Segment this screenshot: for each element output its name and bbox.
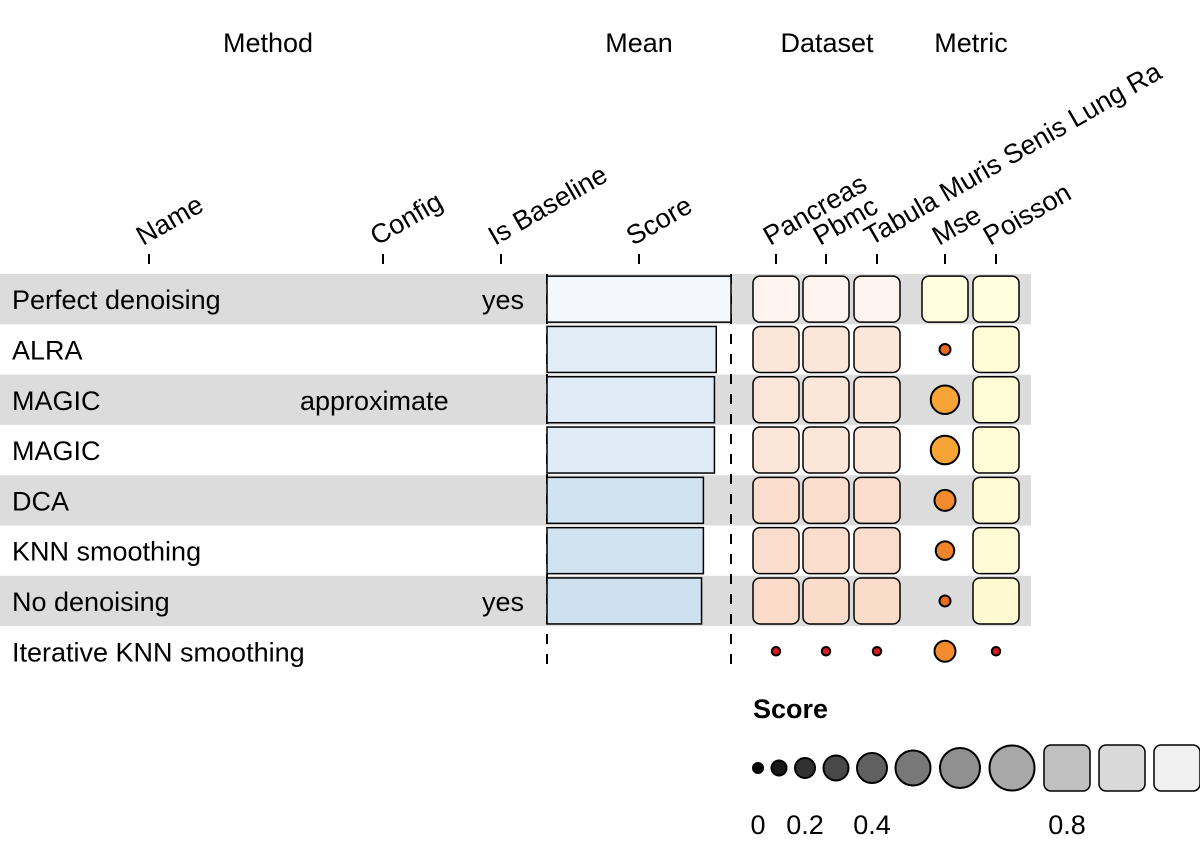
legend-swatch [1043, 744, 1091, 792]
col-header-poisson: Poisson [978, 177, 1076, 251]
dataset-cell-2 [853, 526, 901, 575]
row-is-baseline: yes [482, 587, 524, 617]
dataset-cell-1 [802, 325, 850, 374]
dataset-cell-2 [853, 426, 901, 474]
dataset-cell-0 [752, 476, 800, 525]
legend-swatch [988, 744, 1036, 792]
metric-cell-1 [972, 526, 1020, 575]
mean-bar [546, 476, 705, 525]
metric-cell-1 [972, 376, 1020, 424]
metric-cell-1 [972, 476, 1020, 525]
group-header-dataset: Dataset [780, 28, 874, 58]
metric-cell-1 [990, 646, 1002, 657]
col-header-name: Name [131, 189, 208, 251]
table-row: Perfect denoising yes [12, 275, 1020, 323]
legend-swatch [1098, 744, 1146, 792]
score-legend: Score 0 0.2 0.4 0.8 [750, 694, 1200, 840]
dataset-cell-1 [802, 275, 850, 323]
dataset-cell-0 [752, 325, 800, 374]
col-header-is-baseline: Is Baseline [483, 159, 612, 251]
table-row: DCA [12, 476, 1020, 525]
metric-cell-1 [972, 426, 1020, 474]
dataset-cell-2 [871, 646, 883, 657]
legend-swatch [822, 754, 850, 782]
dataset-cell-2 [853, 325, 901, 374]
dataset-cell-1 [802, 376, 850, 424]
dataset-cell-1 [802, 476, 850, 525]
row-name: Perfect denoising [12, 285, 221, 315]
row-name: MAGIC [12, 436, 101, 466]
row-name: No denoising [12, 587, 170, 617]
metric-cell-1 [972, 275, 1020, 323]
table-row: ALRA [12, 325, 1020, 374]
legend-swatch [770, 759, 788, 777]
dataset-cell-0 [752, 526, 800, 575]
mean-bar [546, 325, 718, 374]
row-name: ALRA [12, 335, 83, 365]
row-name: Iterative KNN smoothing [12, 637, 305, 667]
metric-cell-0 [934, 540, 956, 561]
row-config: approximate [300, 386, 449, 416]
table-row: KNN smoothing [12, 526, 1020, 575]
col-header-score: Score [621, 190, 697, 251]
legend-swatch [752, 762, 764, 774]
legend-swatch [794, 757, 816, 779]
row-is-baseline: yes [482, 285, 524, 315]
dataset-cell-1 [820, 646, 832, 657]
col-header-config: Config [365, 186, 448, 251]
table-row: Iterative KNN smoothing [12, 637, 1002, 667]
group-header-mean: Mean [605, 28, 673, 58]
mean-bar [546, 275, 732, 323]
legend-swatch [894, 749, 932, 787]
metric-cell-0 [929, 384, 961, 415]
legend-title: Score [753, 694, 828, 724]
dataset-cell-2 [853, 376, 901, 424]
table-row: MAGIC approximate [12, 376, 1020, 424]
legend-tick-label: 0.4 [853, 810, 891, 840]
row-name: KNN smoothing [12, 537, 201, 567]
mean-bar [546, 577, 703, 625]
mean-bar [546, 526, 705, 575]
metric-cell-0 [921, 275, 969, 323]
legend-tick-label: 0 [750, 810, 765, 840]
row-name: DCA [12, 486, 69, 516]
dataset-cell-0 [752, 376, 800, 424]
row-name: MAGIC [12, 386, 101, 416]
mean-bar [546, 426, 716, 474]
metric-cell-0 [938, 342, 952, 356]
dataset-cell-0 [752, 275, 800, 323]
metric-cell-0 [933, 639, 957, 663]
group-header-method: Method [223, 28, 313, 58]
metric-cell-0 [933, 488, 957, 512]
dataset-cell-0 [752, 577, 800, 625]
dataset-cell-0 [770, 646, 782, 657]
legend-tick-label: 0.8 [1048, 810, 1086, 840]
metric-cell-1 [972, 325, 1020, 374]
dataset-cell-2 [853, 476, 901, 525]
dataset-cell-2 [853, 577, 901, 625]
legend-swatch [1153, 744, 1200, 792]
metric-cell-0 [929, 434, 961, 466]
table-row: No denoising yes [12, 577, 1020, 625]
metric-cell-0 [938, 594, 952, 608]
table-row: MAGIC [12, 426, 1020, 474]
legend-swatch [856, 752, 888, 784]
legend-tick-label: 0.2 [786, 810, 824, 840]
dataset-cell-1 [802, 426, 850, 474]
dataset-cell-2 [853, 275, 901, 323]
group-header-metric: Metric [934, 28, 1008, 58]
mean-bar [546, 376, 716, 424]
legend-swatch [939, 747, 981, 789]
metric-cell-1 [972, 577, 1020, 625]
dataset-cell-1 [802, 526, 850, 575]
dataset-cell-1 [802, 577, 850, 625]
dataset-cell-0 [752, 426, 800, 474]
